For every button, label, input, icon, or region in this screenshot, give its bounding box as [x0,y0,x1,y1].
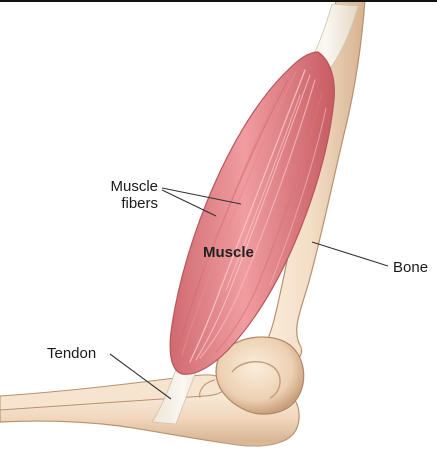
label-muscle-fibers-line2: fibers [94,195,158,212]
bottom-fade [0,440,437,470]
label-bone: Bone [393,259,428,276]
label-muscle-fibers: Muscle fibers [94,178,158,212]
label-tendon: Tendon [47,345,96,362]
leader-line-bone [312,242,388,266]
label-muscle-fibers-line1: Muscle [94,178,158,195]
label-muscle: Muscle [203,244,254,261]
